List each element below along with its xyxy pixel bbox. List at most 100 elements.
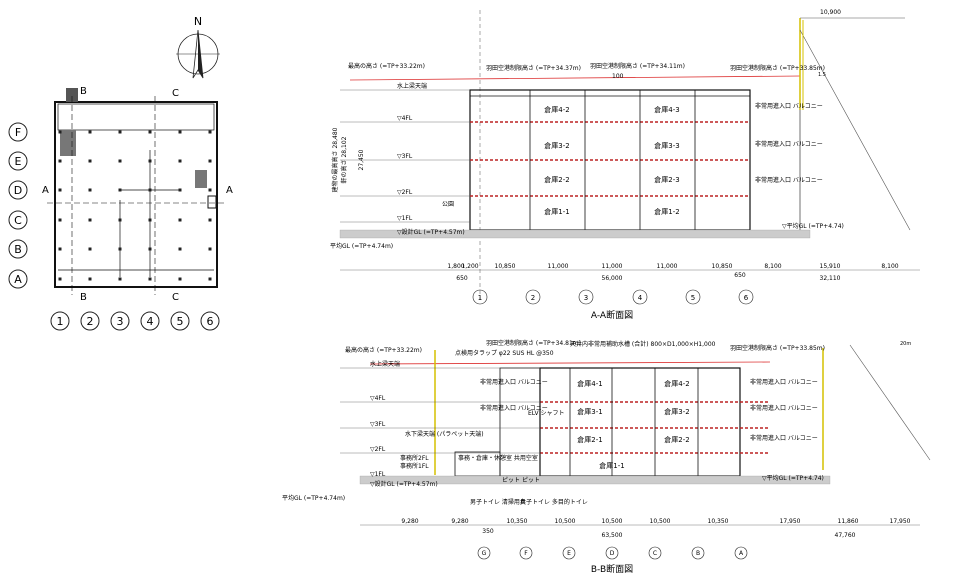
svg-text:非常用進入口 バルコニー: 非常用進入口 バルコニー bbox=[750, 378, 818, 386]
svg-text:11,000: 11,000 bbox=[548, 263, 569, 270]
svg-text:倉庫4-2: 倉庫4-2 bbox=[664, 379, 689, 388]
section-mark-b-bottom: B bbox=[80, 292, 87, 303]
aa-room: 倉庫4-2 bbox=[544, 105, 569, 114]
svg-text:9,280: 9,280 bbox=[401, 518, 418, 525]
svg-text:D: D bbox=[610, 550, 615, 557]
plan-column bbox=[118, 277, 122, 281]
aa-park: 公園 bbox=[442, 201, 454, 208]
svg-text:63,500: 63,500 bbox=[602, 532, 623, 539]
aa-room: 倉庫2-2 bbox=[544, 175, 569, 184]
svg-text:8,100: 8,100 bbox=[881, 263, 898, 270]
plan-column bbox=[178, 218, 182, 222]
plan-column bbox=[208, 188, 212, 192]
svg-text:350: 350 bbox=[482, 528, 494, 535]
svg-text:E: E bbox=[567, 550, 571, 557]
svg-text:ピット: ピット bbox=[522, 477, 540, 484]
aa-level-gl: ▽設計GL (=TP+4.57m) bbox=[397, 228, 465, 236]
svg-text:建物の最高高さ 28,480: 建物の最高高さ 28,480 bbox=[331, 127, 339, 192]
section-bb: 20m 水上梁天端 ▽4FL ▽3FL ▽2FL 事務所2FL 事務所1FL ▽… bbox=[282, 339, 931, 575]
svg-text:11,000: 11,000 bbox=[602, 263, 623, 270]
plan-column bbox=[178, 247, 182, 251]
aa-level-1fl: ▽1FL bbox=[397, 215, 413, 222]
grid-row-b: B bbox=[14, 243, 22, 256]
svg-text:15,910: 15,910 bbox=[820, 263, 841, 270]
svg-text:4: 4 bbox=[147, 315, 154, 328]
grid-row-a: A bbox=[14, 273, 22, 286]
svg-text:10,850: 10,850 bbox=[495, 263, 516, 270]
svg-text:倉庫3-2: 倉庫3-2 bbox=[664, 407, 689, 416]
svg-text:倉庫2-1: 倉庫2-1 bbox=[577, 435, 602, 444]
svg-text:6: 6 bbox=[744, 294, 749, 302]
aa-haneda-1: 羽田空港制限高さ (=TP+34.37m) bbox=[486, 64, 581, 72]
plan-column bbox=[148, 247, 152, 251]
svg-text:6: 6 bbox=[207, 315, 214, 328]
aa-room: 倉庫2-3 bbox=[654, 175, 679, 184]
aa-haneda-3: 羽田空港制限高さ (=TP+33.85m) bbox=[730, 64, 825, 72]
svg-text:2: 2 bbox=[87, 315, 94, 328]
floor-plan: B B C C A A bbox=[42, 86, 233, 303]
plan-column bbox=[58, 188, 62, 192]
svg-text:天井内非常用補助水槽 (合計) 800×D1,000×H1,: 天井内非常用補助水槽 (合計) 800×D1,000×H1,000 bbox=[570, 340, 716, 348]
svg-text:C: C bbox=[653, 550, 657, 557]
svg-text:非常用進入口 バルコニー: 非常用進入口 バルコニー bbox=[750, 404, 818, 412]
plan-column bbox=[58, 218, 62, 222]
svg-text:軒の高さ 28,102: 軒の高さ 28,102 bbox=[340, 136, 348, 183]
plan-column bbox=[178, 159, 182, 163]
svg-text:非常用進入口 バルコニー: 非常用進入口 バルコニー bbox=[480, 404, 548, 412]
bb-top-dim: 20m bbox=[900, 341, 911, 347]
svg-text:▽設計GL (=TP+4.57m): ▽設計GL (=TP+4.57m) bbox=[370, 480, 438, 488]
svg-text:1,200: 1,200 bbox=[461, 263, 478, 270]
bb-grid-bubbles: G F E D C B A bbox=[477, 546, 748, 560]
plan-column bbox=[58, 130, 62, 134]
svg-text:点検用タラップ φ22 SUS HL @350: 点検用タラップ φ22 SUS HL @350 bbox=[455, 349, 554, 357]
svg-text:女子トイレ 多目的トイレ: 女子トイレ 多目的トイレ bbox=[520, 498, 588, 506]
svg-text:▽2FL: ▽2FL bbox=[370, 446, 386, 453]
svg-text:羽田空港制限高さ (=TP+34.81m): 羽田空港制限高さ (=TP+34.81m) bbox=[486, 339, 581, 347]
svg-text:3: 3 bbox=[584, 294, 588, 302]
plan-column bbox=[208, 130, 212, 134]
svg-text:B: B bbox=[696, 550, 700, 557]
aa-haneda-2: 羽田空港制限高さ (=TP+34.11m) bbox=[590, 62, 685, 70]
aa-level-avg-gl: 平均GL (=TP+4.74m) bbox=[330, 242, 393, 250]
svg-text:9,280: 9,280 bbox=[451, 518, 468, 525]
svg-text:ELV シャフト: ELV シャフト bbox=[528, 410, 565, 417]
north-arrow-icon: N bbox=[176, 15, 220, 79]
section-aa: 10,900 1.5 水上梁天端 ▽4FL ▽3FL ▽2FL ▽1FL ▽設計… bbox=[330, 9, 920, 321]
section-mark-a-right: A bbox=[226, 185, 233, 196]
plan-col-grid: 1 2 3 4 5 6 bbox=[50, 311, 220, 331]
plan-column bbox=[208, 247, 212, 251]
plan-column bbox=[208, 277, 212, 281]
aa-gl-right: ▽平均GL (=TP+4.74) bbox=[782, 222, 844, 230]
grid-row-c: C bbox=[14, 214, 22, 227]
svg-text:1,800: 1,800 bbox=[447, 263, 464, 270]
svg-text:▽4FL: ▽4FL bbox=[370, 395, 386, 402]
aa-max-height: 最高の高さ (=TP+33.22m) bbox=[348, 62, 425, 70]
svg-text:A: A bbox=[739, 550, 744, 557]
plan-column bbox=[88, 130, 92, 134]
bb-title: B-B断面図 bbox=[591, 563, 633, 575]
svg-text:F: F bbox=[524, 550, 528, 557]
svg-text:2: 2 bbox=[531, 294, 535, 302]
plan-column bbox=[178, 277, 182, 281]
aa-emergency-2: 非常用進入口 バルコニー bbox=[755, 140, 823, 148]
svg-text:17,950: 17,950 bbox=[890, 518, 911, 525]
plan-column bbox=[148, 188, 152, 192]
svg-text:男子トイレ 清掃用具: 男子トイレ 清掃用具 bbox=[470, 498, 526, 506]
svg-text:1: 1 bbox=[478, 294, 482, 302]
svg-text:10,500: 10,500 bbox=[555, 518, 576, 525]
svg-text:5: 5 bbox=[177, 315, 184, 328]
svg-text:1: 1 bbox=[57, 315, 64, 328]
aa-room: 倉庫3-2 bbox=[544, 141, 569, 150]
aa-emergency-3: 非常用進入口 バルコニー bbox=[755, 176, 823, 184]
svg-text:10,850: 10,850 bbox=[712, 263, 733, 270]
aa-slope: 1.5 bbox=[818, 72, 826, 78]
plan-column bbox=[148, 218, 152, 222]
section-mark-b-top: B bbox=[80, 86, 87, 97]
aa-grid-bubbles: 1 2 3 4 5 6 bbox=[472, 289, 754, 305]
aa-room: 倉庫3-3 bbox=[654, 141, 679, 150]
svg-text:最高の高さ (=TP+33.22m): 最高の高さ (=TP+33.22m) bbox=[345, 346, 422, 354]
svg-text:11,000: 11,000 bbox=[657, 263, 678, 270]
svg-text:▽1FL: ▽1FL bbox=[370, 471, 386, 478]
svg-text:5: 5 bbox=[691, 294, 695, 302]
